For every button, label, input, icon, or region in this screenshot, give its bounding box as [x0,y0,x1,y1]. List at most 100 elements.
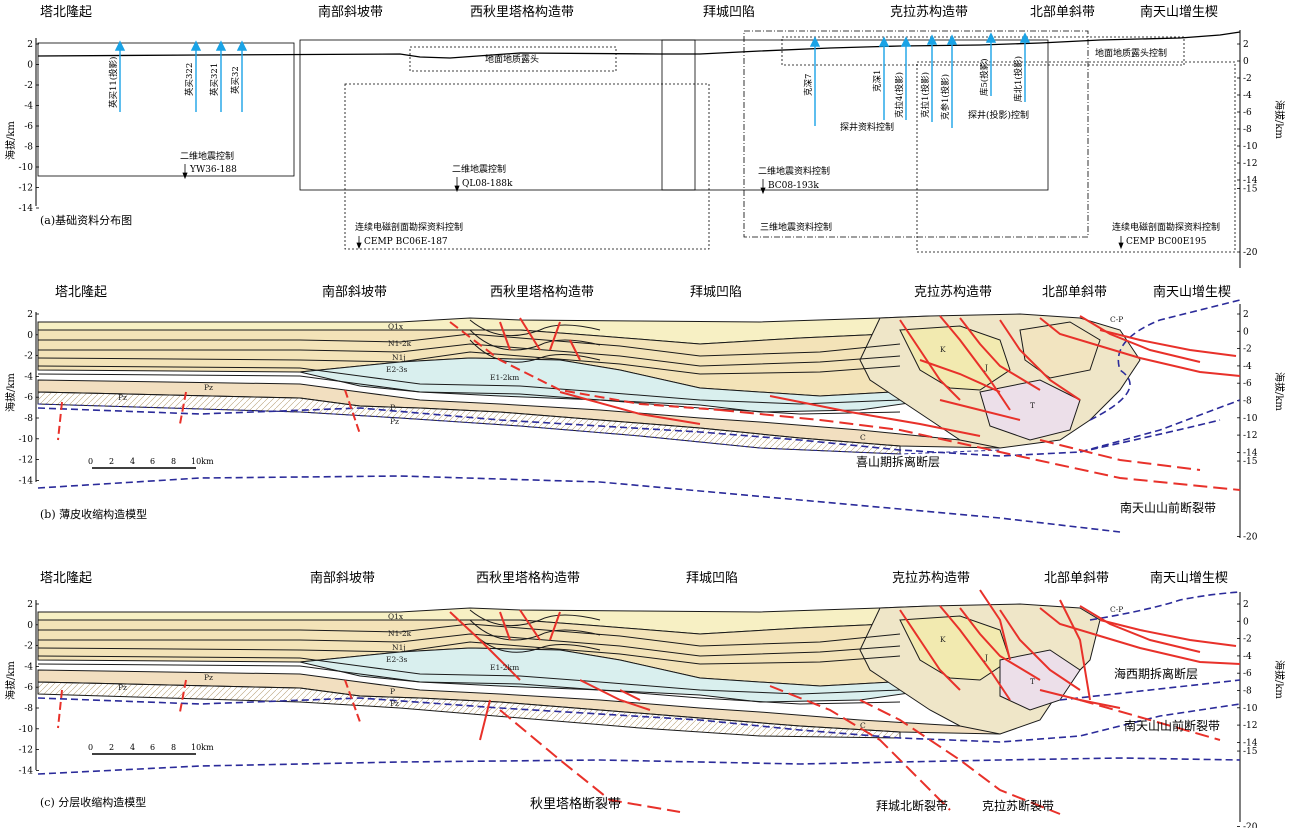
region-baicheng-sag-b: 拜城凹陷 [690,285,742,300]
wedge-k-b [899,325,1011,391]
unit-pz-mid-c: Pz [204,673,213,682]
label-seis3d: 三维地震资料控制 [760,221,832,233]
unit-n1j-c: N1j [392,643,406,652]
axis-tick-label: 0 [1243,617,1249,627]
axis-tick-label: -8 [24,414,33,424]
region-baicheng-sag: 拜城凹陷 [703,5,755,20]
axis-tick-label: -4 [1243,362,1252,372]
unit-cp-b: C-P [1110,315,1123,324]
region-south-tianshan: 南天山增生楔 [1140,4,1218,20]
label-well-kela4: 克拉4(投影) [894,72,905,118]
axis-tick-label: 2 [27,40,33,50]
fault-label-south-tianshan-b: 南天山山前断裂带 [1120,500,1216,515]
label-cemp-1-line: CEMP BC06E-187 [364,237,448,247]
axis-tick-label: -14 [19,766,34,776]
unit-k-b: K [940,345,946,354]
well-keshen1 [878,36,890,120]
region-tabei-uplift: 塔北隆起 [40,5,92,20]
axis-tick-label: 2 [27,600,33,610]
region-northern-monocline-b: 北部单斜带 [1042,285,1107,300]
axis-tick-label: -8 [24,704,33,714]
unit-p-b: P [390,403,395,412]
unit-labels-c: Q1x N1-2k N1j E2-3s E1-2km K J T P Pz C … [118,605,1123,730]
axis-tick-label: 2 [1243,40,1249,50]
axis-tick-label: -8 [1243,687,1252,697]
axis-tick-label: 2 [27,310,33,320]
left-axis-label-b: 海拔/km [4,373,17,412]
unit-t-c: T [1030,677,1035,686]
axis-tick-label: -20 [1243,248,1258,258]
region-baicheng-sag-c: 拜城凹陷 [686,571,738,586]
stratigraphy-c [37,603,1101,739]
axis-tick-label: -14 [1243,448,1258,458]
fault-label-south-tianshan-c: 南天山山前断裂带 [1124,718,1220,733]
axis-tick-label: -15 [1243,457,1258,467]
faults-b [57,315,1241,491]
axis-tick-label: -10 [1243,704,1258,714]
region-southern-slope-b: 南部斜坡带 [322,284,387,300]
axis-tick-label: -6 [1243,379,1252,389]
region-xiqiulitage-c: 西秋里塔格构造带 [476,570,580,586]
label-outcrop-1: 地面地质露头 [485,53,539,65]
scale-tick-4-c: 8 [171,743,176,752]
dashed-boundaries-b [37,299,1241,533]
scale-bar-b: 0 2 4 6 8 10km [88,457,214,469]
right-axis-label-c: 海拔/km [1273,660,1286,699]
axis-tick-label: -10 [1243,414,1258,424]
region-tabei-uplift-c: 塔北隆起 [40,571,92,586]
label-cemp-2-line: CEMP BC00E195 [1126,237,1207,247]
scale-tick-4-b: 8 [171,457,176,466]
axis-tick-label: -6 [24,683,33,693]
axis-tick-label: 2 [1243,600,1249,610]
right-axis-ticks-a: 20-2-4-6-8-10-12-14-15-20 [1237,40,1258,258]
axis-tick-label: -12 [1243,721,1258,731]
axis-tick-label: -10 [19,725,34,735]
unit-p-c: P [390,687,395,696]
axis-tick-label: -10 [19,435,34,445]
axis-tick-label: -14 [1243,176,1258,186]
left-axis-ticks-c: 20-2-4-6-8-10-12-14 [19,600,39,776]
unit-pz-c: Pz [390,699,399,708]
caption-panel-c: (c) 分层收缩构造模型 [40,795,146,809]
axis-tick-label: -6 [1243,108,1252,118]
scale-tick-2-c: 4 [130,743,135,752]
label-well-yingmai321: 英买321 [209,63,220,96]
axis-tick-label: -12 [1243,159,1258,169]
unit-n12k-c: N1-2k [388,629,412,638]
label-well-kubei1: 库北1(投影) [1013,56,1024,102]
right-axis-ticks-c: 20-2-4-6-8-10-12-14-15-20 [1237,600,1258,828]
unit-c-c: C [860,721,866,730]
seis2d-box-2 [299,39,696,191]
region-kelasu: 克拉苏构造带 [890,4,968,20]
caption-panel-a: (a)基础资料分布图 [40,213,132,227]
axis-tick-label: -12 [19,746,34,756]
unit-j-c: J [984,653,988,662]
axis-tick-label: -6 [24,393,33,403]
label-well-ctrl-2: 探井(投影)控制 [968,109,1029,121]
scale-tick-2-b: 4 [130,457,135,466]
axis-tick-label: -10 [19,163,34,173]
unit-k-c: K [940,635,946,644]
cemp-box-1 [344,83,710,250]
region-southern-slope-c: 南部斜坡带 [310,570,375,586]
unit-j-b: J [984,363,988,372]
region-southern-slope: 南部斜坡带 [318,4,383,20]
axis-tick-label: -2 [1243,74,1252,84]
well-kela1 [926,34,938,122]
label-well-kela1: 克拉1(投影) [920,72,931,118]
region-northern-monocline-c: 北部单斜带 [1044,571,1109,586]
region-tabei-uplift-b: 塔北隆起 [55,285,107,300]
scale-tick-3-c: 6 [150,743,155,752]
outcrop-box-2 [781,36,1185,66]
axis-tick-label: 0 [27,331,33,341]
axis-tick-label: -2 [24,81,33,91]
unit-pz-left-c: Pz [118,683,127,692]
axis-tick-label: -20 [1243,532,1258,542]
label-seis2d-3: 二维地震资料控制 [758,165,830,177]
fault-label-hercynian-detachment: 海西期拆离断层 [1114,666,1198,681]
wells-a [114,32,1031,128]
label-well-yingmai32: 英买32 [230,66,241,94]
left-axis-label-c: 海拔/km [4,661,17,700]
wedge-t-b [979,379,1081,441]
well-yingmai321 [215,40,227,112]
